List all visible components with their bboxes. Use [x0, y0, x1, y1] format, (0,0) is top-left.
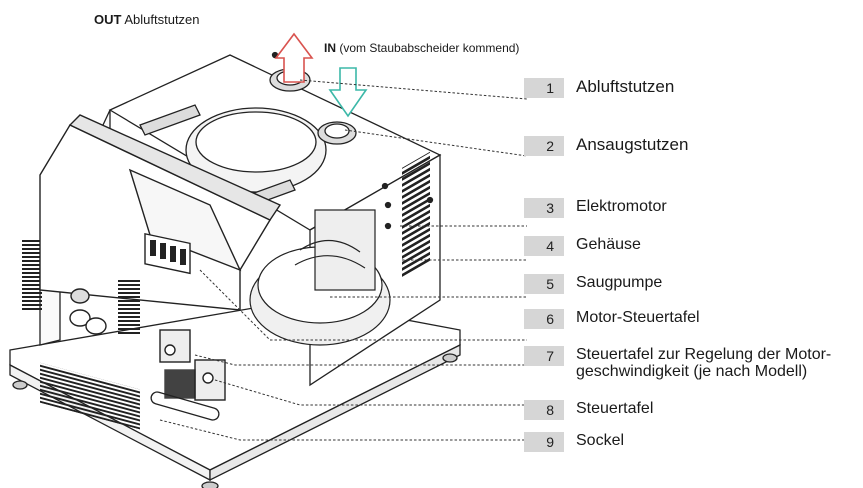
legend-label: Elektromotor — [576, 198, 667, 215]
legend-item-9: 9 Sockel — [524, 432, 863, 452]
legend-number: 3 — [524, 198, 564, 218]
legend-item-1: 1 Abluftstutzen — [524, 78, 863, 98]
pump-assembly — [249, 209, 391, 346]
legend-label: Sockel — [576, 432, 625, 449]
legend-number: 9 — [524, 432, 564, 452]
leader-lines — [159, 79, 528, 441]
legend-number: 2 — [524, 136, 564, 156]
in-keyword: IN — [324, 41, 336, 55]
in-label: IN (vom Staubabscheider kommend) — [324, 41, 519, 55]
legend-item-3: 3 Elektromotor — [524, 198, 863, 218]
legend-item-8: 8 Steuertafel — [524, 400, 863, 420]
legend-label: Saugpumpe — [576, 274, 663, 291]
legend-label: Motor-Steuertafel — [576, 309, 700, 326]
out-arrow-icon — [274, 32, 314, 83]
legend-number: 1 — [524, 78, 564, 98]
in-arrow-icon — [328, 67, 368, 118]
in-description: (vom Staubabscheider kommend) — [339, 41, 520, 55]
legend-item-2: 2 Ansaugstutzen — [524, 136, 863, 156]
legend-item-4: 4 Gehäuse — [524, 236, 863, 256]
legend-number: 8 — [524, 400, 564, 420]
legend-number: 4 — [524, 236, 564, 256]
legend-label: Steuertafel zur Regelung der Motor-gesch… — [576, 346, 832, 380]
legend-item-6: 6 Motor-Steuertafel — [524, 309, 863, 329]
legend-number: 7 — [524, 346, 564, 366]
legend-label: Steuertafel — [576, 400, 654, 417]
legend-label: Ansaugstutzen — [576, 135, 689, 154]
flow-arrows — [274, 32, 368, 118]
out-description: Abluftstutzen — [124, 12, 200, 27]
legend-item-5: 5 Saugpumpe — [524, 274, 863, 294]
legend-item-7: 7 Steuertafel zur Regelung der Motor-ges… — [524, 346, 863, 380]
out-label: OUT Abluftstutzen — [94, 12, 200, 27]
out-keyword: OUT — [94, 12, 122, 27]
legend-number: 6 — [524, 309, 564, 329]
legend-label: Gehäuse — [576, 236, 641, 253]
legend-number: 5 — [524, 274, 564, 294]
control-cabinet — [39, 114, 282, 401]
legend-label: Abluftstutzen — [576, 77, 675, 96]
